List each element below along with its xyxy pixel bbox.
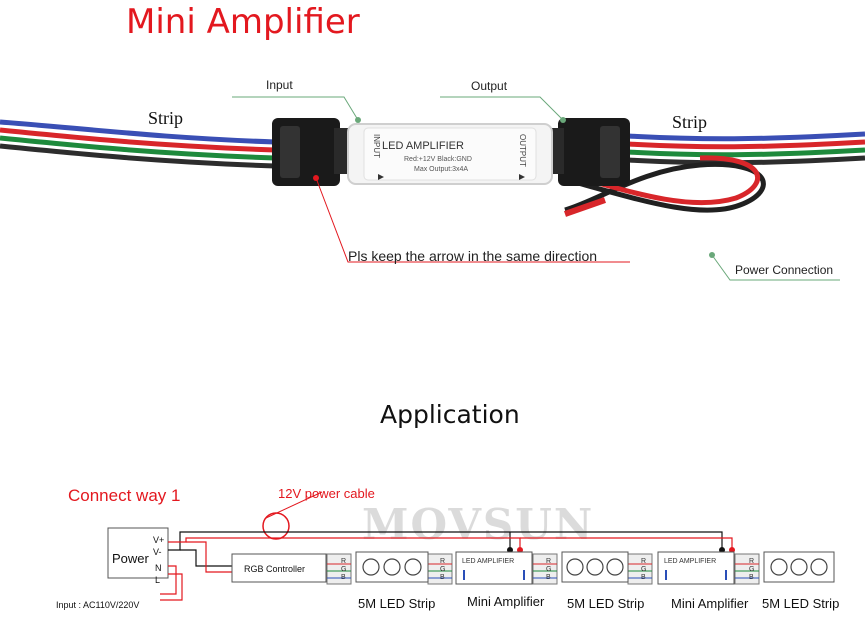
rgb-b-label: B	[749, 574, 754, 581]
strip-left-label: Strip	[148, 108, 184, 128]
caption-led-strip-3: 5M LED Strip	[762, 596, 840, 611]
output-arrow-icon	[519, 174, 525, 180]
device-line1: Red:+12V Black:GND	[404, 156, 472, 163]
input-callout-dot	[355, 117, 361, 123]
amplifier-body	[347, 123, 553, 185]
power-cable-label: 12V power cable	[278, 486, 375, 501]
input-arrow-icon	[378, 174, 384, 180]
power-cable-pointer	[265, 491, 323, 519]
input-tag: INPUT	[372, 134, 381, 158]
power-box-label: Power	[112, 551, 150, 566]
power-callout-dot	[709, 252, 715, 258]
right-wire-bundle	[627, 131, 865, 166]
rgb-r-label: R	[440, 558, 445, 565]
red-wire	[168, 537, 521, 550]
rgb-g-label: G	[341, 566, 346, 573]
black-wire	[168, 531, 723, 551]
rgb-b-label: B	[341, 574, 346, 581]
output-label: Output	[471, 79, 508, 93]
caption-led-strip-2: 5M LED Strip	[567, 596, 645, 611]
rgb-g-label: G	[749, 566, 754, 573]
device-line2: Max Output:3x4A	[414, 166, 468, 173]
rgb-plug	[734, 553, 760, 585]
rgb-g-label: G	[440, 566, 445, 573]
caption-led-strip-1: 5M LED Strip	[358, 596, 436, 611]
right-connector	[548, 118, 630, 186]
strip-right-label: Strip	[672, 112, 708, 132]
power-connection-label: Power Connection	[735, 263, 834, 277]
rgb-plug	[532, 553, 558, 585]
output-callout-line	[440, 96, 564, 121]
terminal-l: L	[155, 575, 160, 585]
amp-box-label-1: LED AMPLIFIER	[462, 558, 514, 565]
rgb-plug	[627, 553, 653, 585]
mini-amplifier-box-1	[455, 551, 533, 585]
page-title: Mini Amplifier	[126, 2, 360, 42]
amp-box-label-2: LED AMPLIFIER	[664, 558, 716, 565]
power-cable-ring	[262, 512, 290, 540]
rgb-controller-label: RGB Controller	[244, 564, 305, 574]
output-callout-dot	[560, 117, 566, 123]
caption-mini-amplifier-2: Mini Amplifier	[671, 596, 749, 611]
terminal-v-minus: V-	[153, 547, 162, 557]
rgb-g-label: G	[546, 566, 551, 573]
left-connector	[272, 118, 352, 186]
rgb-controller-box	[231, 553, 327, 583]
left-wire-bundle	[0, 119, 276, 169]
rgb-plug	[427, 553, 453, 585]
watermark: MOVSUN	[362, 500, 595, 549]
wiring-diagram: Power V+ V- N L RGB Controller LED AMPLI…	[107, 491, 835, 601]
arrow-note-dot	[313, 175, 319, 181]
rgb-r-label: R	[749, 558, 754, 565]
input-callout-line	[232, 96, 359, 121]
mini-amplifier-box-2	[657, 551, 735, 585]
rgb-b-label: B	[440, 574, 445, 581]
input-voltage-label: Input : AC110V/220V	[56, 600, 140, 610]
device-title: LED AMPLIFIER	[382, 140, 464, 152]
arrow-direction-note: Pls keep the arrow in the same direction	[348, 248, 598, 264]
rgb-b-label: B	[546, 574, 551, 581]
application-title: Application	[380, 400, 520, 429]
input-label: Input	[266, 78, 293, 92]
terminal-n: N	[155, 563, 162, 573]
rgb-plug	[326, 553, 352, 585]
rgb-r-label: R	[641, 558, 646, 565]
power-box	[107, 527, 169, 579]
output-tag: OUTPUT	[518, 134, 527, 167]
caption-mini-amplifier-1: Mini Amplifier	[467, 594, 545, 609]
arrow-note-line	[315, 177, 630, 263]
rgb-b-label: B	[641, 574, 646, 581]
rgb-g-label: G	[641, 566, 646, 573]
power-callout-line	[711, 254, 840, 281]
terminal-v-plus: V+	[153, 535, 164, 545]
rgb-r-label: R	[341, 558, 346, 565]
amplifier-photo: LED AMPLIFIER Red:+12V Black:GND Max Out…	[0, 96, 865, 281]
connect-way-label: Connect way 1	[68, 486, 181, 505]
rgb-r-label: R	[546, 558, 551, 565]
